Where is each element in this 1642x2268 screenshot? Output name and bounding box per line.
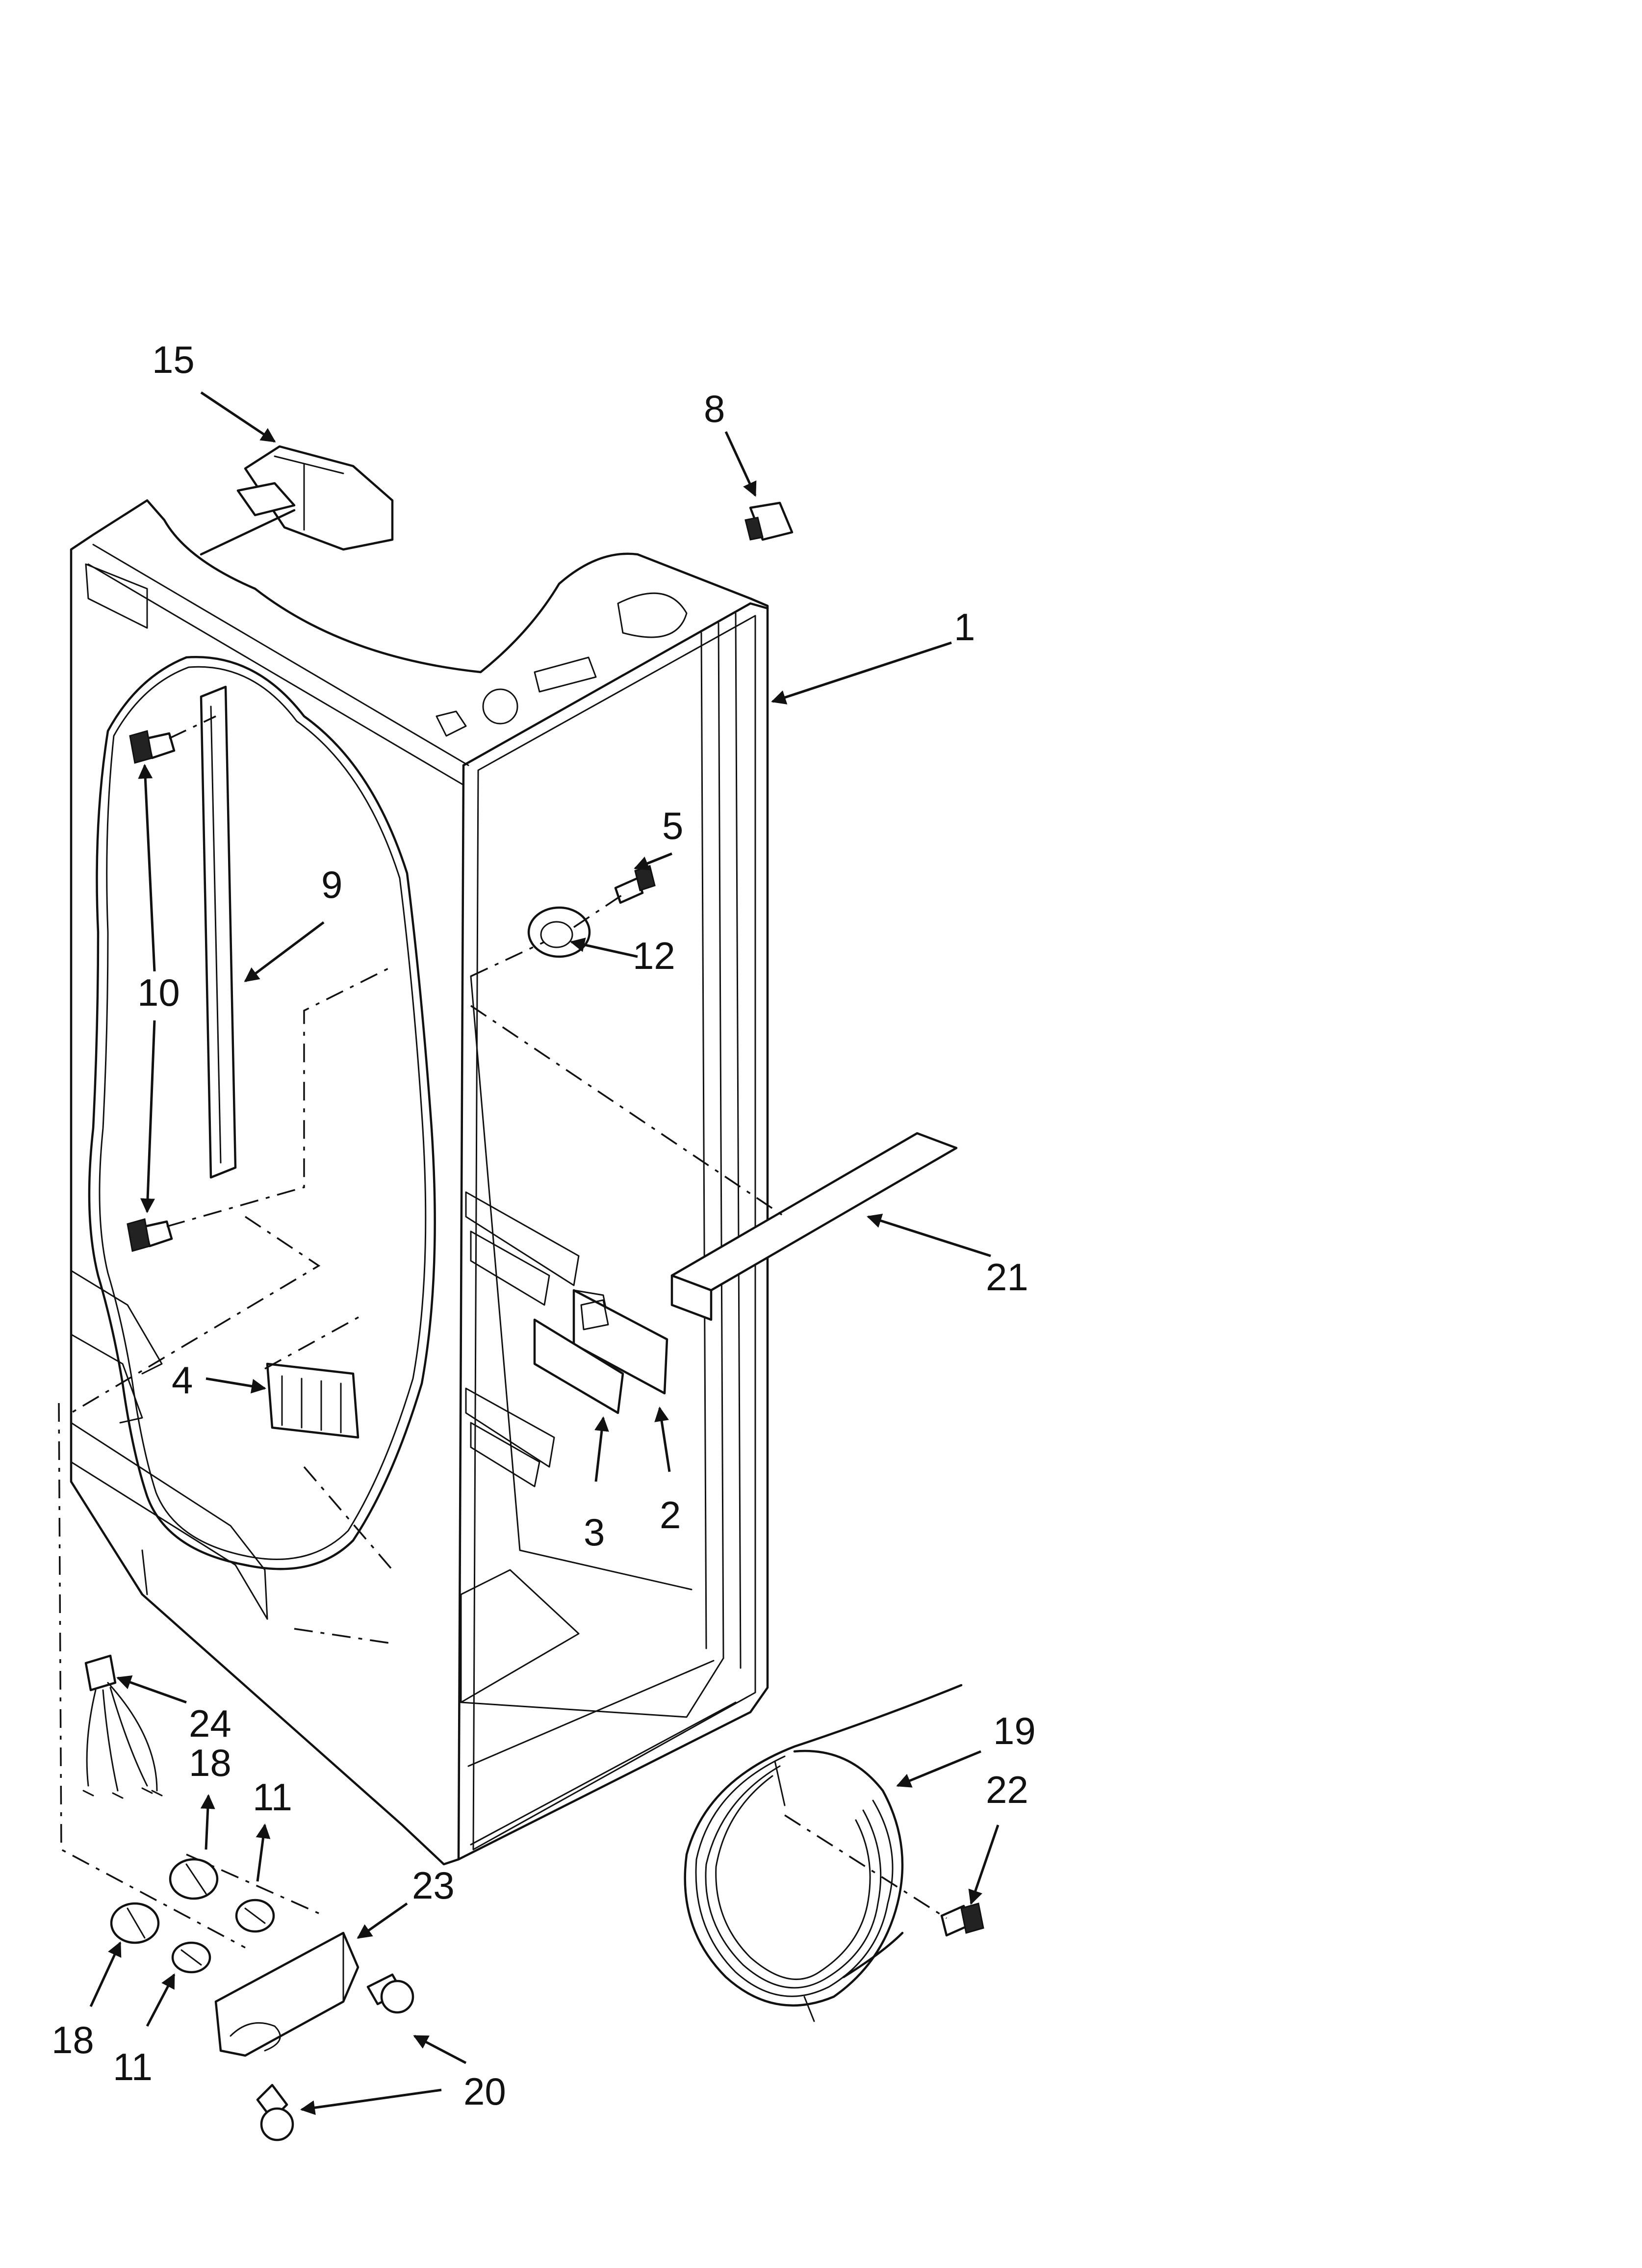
- wire-harness: [88, 656, 436, 1570]
- screw-10-bottom: [127, 1218, 173, 1252]
- callout-22: 22: [986, 1768, 1028, 1811]
- tubing-coil-19: [684, 1684, 963, 2022]
- callout-4: 4: [172, 1358, 193, 1402]
- callout-leaders: [89, 391, 1000, 2115]
- callout-19: 19: [993, 1709, 1036, 1752]
- callout-15: 15: [152, 338, 195, 381]
- wire-connector-24: [82, 1654, 163, 1799]
- callout-20: 20: [463, 2070, 506, 2113]
- clip-8: [744, 501, 794, 541]
- callout-9: 9: [321, 863, 342, 906]
- callout-18-lower: 18: [51, 2018, 94, 2061]
- light-housing-4: [266, 1362, 359, 1439]
- screw-22: [940, 1903, 984, 1937]
- control-housing-15: [200, 445, 394, 556]
- bracket-12: [527, 906, 591, 958]
- callout-24: 24: [189, 1702, 231, 1745]
- callout-8: 8: [704, 387, 725, 430]
- socket-11-upper: [235, 1899, 275, 1933]
- lamp-18-upper: [169, 1858, 219, 1900]
- light-housing-23: [214, 1931, 359, 2057]
- screw-10-top: [129, 730, 176, 764]
- callout-12: 12: [633, 934, 675, 977]
- callout-23: 23: [412, 1864, 455, 1907]
- callout-2: 2: [660, 1493, 681, 1537]
- screw-5: [614, 865, 656, 904]
- callout-1: 1: [954, 605, 975, 649]
- callout-11-upper: 11: [253, 1775, 292, 1819]
- bracket-2: [572, 1289, 668, 1395]
- rail-21: [670, 1132, 958, 1321]
- socket-11-lower: [171, 1941, 211, 1974]
- callout-3: 3: [584, 1511, 605, 1554]
- screw-20-upper: [366, 1973, 414, 2014]
- screw-20-lower: [256, 2084, 294, 2141]
- callout-11-lower: 11: [113, 2045, 153, 2088]
- callout-10: 10: [137, 971, 180, 1014]
- shelf-ladder: [200, 685, 237, 1179]
- cabinet-liner: [70, 499, 769, 1866]
- callout-labels: 15 8 1 5 9 12 10 21 4 3 2 24 18 11 23 19…: [51, 338, 1036, 2113]
- lamp-18-lower: [110, 1902, 160, 1944]
- bracket-3: [533, 1318, 624, 1414]
- callout-21: 21: [986, 1255, 1028, 1299]
- callout-5: 5: [662, 804, 683, 847]
- callout-18-upper: 18: [189, 1741, 231, 1784]
- assembly-lines: [58, 715, 785, 1949]
